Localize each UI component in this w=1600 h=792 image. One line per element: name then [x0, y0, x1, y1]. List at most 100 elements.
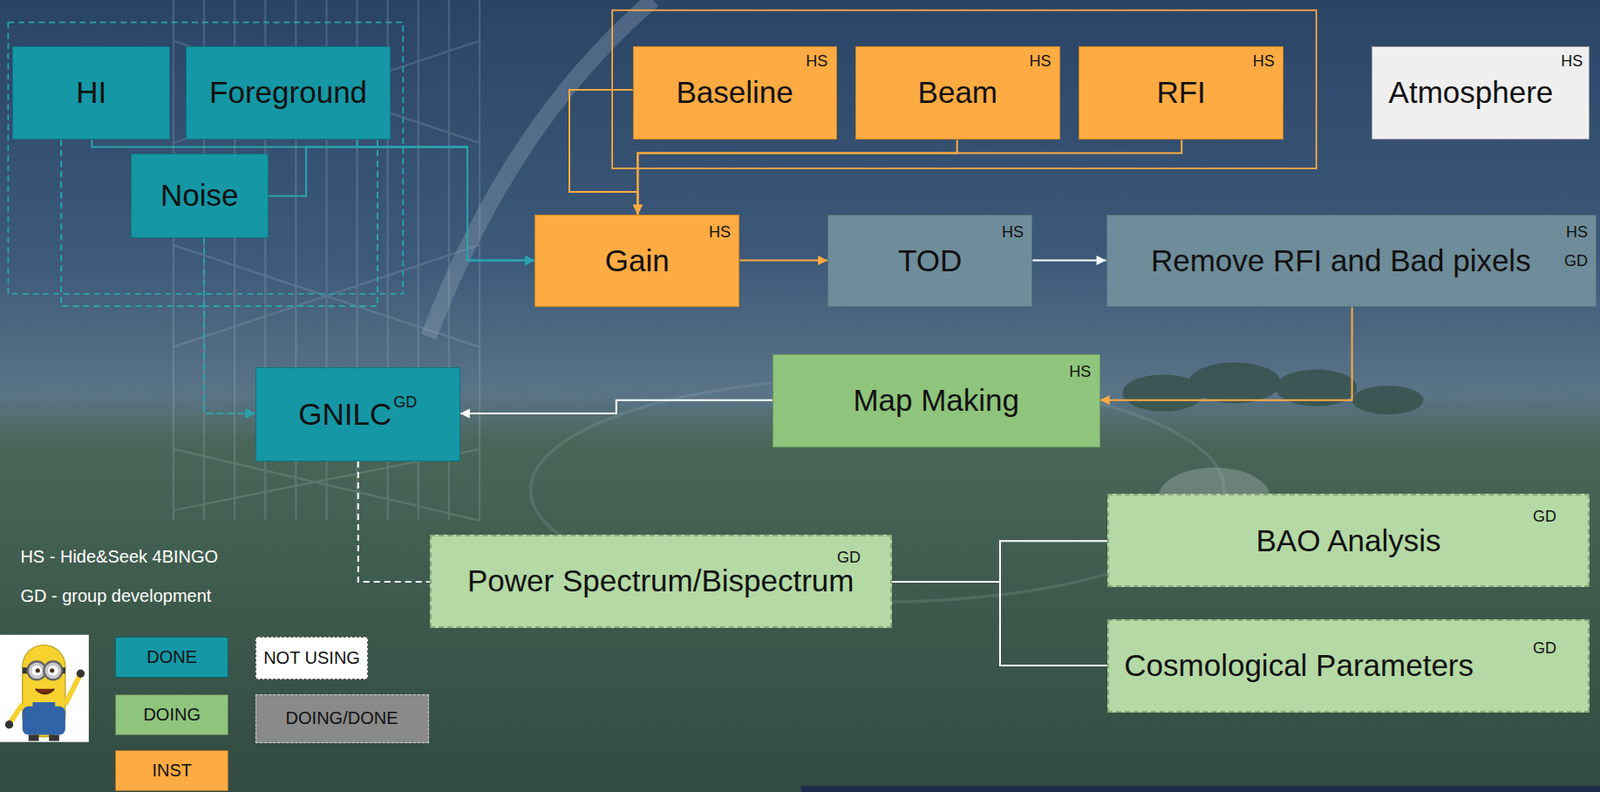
arrow-head: [524, 255, 535, 266]
connector: [891, 540, 1108, 582]
connector: [357, 139, 536, 266]
tag-label: HS: [1029, 52, 1052, 71]
group-outline: [7, 22, 403, 294]
arrow-head: [817, 255, 828, 266]
box-label: BAO Analysis: [1255, 523, 1441, 559]
connector: [633, 139, 1182, 215]
arrow-head: [245, 408, 256, 418]
minion-picture: [0, 634, 89, 743]
process-box: BAO Analysis GD: [1107, 493, 1591, 586]
connector-line: [204, 238, 256, 414]
process-box: GNILCGD: [255, 367, 461, 462]
connector-line: [637, 139, 1182, 215]
process-box: Beam HS: [855, 46, 1061, 141]
legend-swatch: DOING/DONE: [255, 694, 429, 743]
box-label: Noise: [160, 177, 239, 213]
connector-line: [358, 461, 430, 582]
box-label: TOD: [898, 243, 962, 279]
arrow-head: [1100, 394, 1110, 405]
connector: [268, 147, 535, 266]
connector: [891, 581, 1108, 666]
box-label: Cosmological Parameters: [1123, 647, 1474, 683]
legend-label: DOING: [142, 705, 201, 724]
box-label: Baseline: [675, 74, 793, 110]
tag-label: GD: [1532, 639, 1557, 658]
process-box: Cosmological Parameters GD: [1107, 619, 1591, 712]
arrow-head: [1096, 255, 1107, 266]
box-label: HI: [75, 74, 107, 110]
tag-label: HS: [1565, 223, 1588, 242]
connector: [633, 139, 958, 215]
arrow-head: [245, 408, 256, 418]
connector-line: [268, 147, 535, 261]
tag-label: HS: [1560, 52, 1583, 71]
tag-label: HS: [708, 223, 731, 242]
connector-line: [1032, 258, 1106, 261]
tag-label: HS: [805, 52, 828, 71]
arrow-head: [633, 204, 643, 215]
connector: [569, 89, 643, 215]
process-box: Remove RFI and Bad pixels HS GD: [1106, 214, 1598, 307]
process-box: Power Spectrum/BispectrumGD: [429, 534, 892, 627]
telescope-lattice: [173, 0, 480, 521]
connector: [358, 461, 430, 582]
box-label: RFI: [1156, 74, 1206, 110]
legend-label: DOING/DONE: [285, 708, 399, 728]
box-label: Remove RFI and Bad pixels: [1150, 243, 1532, 279]
connector-line: [91, 139, 535, 260]
box-label: Beam: [918, 74, 998, 110]
connector-line: [891, 540, 1108, 582]
process-box: TOD HS: [827, 214, 1033, 307]
connector-line: [891, 581, 1108, 666]
process-box: HI: [12, 46, 171, 141]
arrow-head: [524, 255, 535, 266]
connector-line: [569, 89, 638, 215]
group-outline: [612, 10, 1316, 169]
connector-line: [637, 139, 957, 215]
box-label: Power Spectrum/Bispectrum: [467, 563, 854, 599]
connector-line: [357, 139, 536, 260]
process-box: Gain HS: [534, 214, 740, 307]
connector: [460, 400, 773, 419]
arrow-head: [245, 408, 256, 418]
legend-label: NOT USING: [263, 648, 361, 668]
connector-line: [1100, 306, 1353, 401]
box-label: Atmosphere: [1388, 74, 1554, 110]
tag-label: GD: [1532, 507, 1557, 526]
legend-swatch: DONE: [115, 636, 229, 678]
connector: [91, 139, 535, 266]
trees: [1122, 361, 1423, 415]
connector-line: [460, 400, 773, 414]
tag-label: GD: [1564, 251, 1588, 271]
bottom-bar: [801, 785, 1600, 792]
legend-swatch: DOING: [115, 694, 229, 736]
connector: [1100, 306, 1353, 405]
process-box: Atmosphere HS: [1371, 46, 1590, 141]
connector: [1032, 255, 1106, 266]
process-box: Baseline HS: [633, 46, 838, 141]
box-label: Gain: [605, 243, 670, 279]
arrow-head: [633, 204, 643, 215]
tag-label: HS: [1252, 52, 1275, 71]
tag-label: GD: [837, 548, 861, 567]
tag-label: GD: [393, 393, 417, 412]
connector: [204, 238, 256, 419]
process-box: Foreground: [185, 46, 391, 141]
process-box: RFI HS: [1078, 46, 1284, 141]
process-box: Noise: [130, 153, 269, 239]
legend-label: INST: [151, 761, 192, 780]
tag-label: HS: [1001, 223, 1024, 242]
connector: [739, 255, 828, 266]
box-label: GNILC: [298, 396, 392, 432]
legend-swatch: NOT USING: [255, 636, 369, 680]
connector-line: [739, 258, 828, 261]
legend-note: GD - group development: [20, 585, 212, 606]
legend-label: DONE: [146, 647, 198, 667]
arrow-head: [633, 204, 643, 215]
tag-label: HS: [1068, 362, 1091, 382]
arrow-head: [460, 408, 470, 418]
process-box: Map Making HS: [772, 354, 1101, 447]
arrow-head: [524, 255, 535, 266]
box-label: Map Making: [852, 382, 1020, 418]
